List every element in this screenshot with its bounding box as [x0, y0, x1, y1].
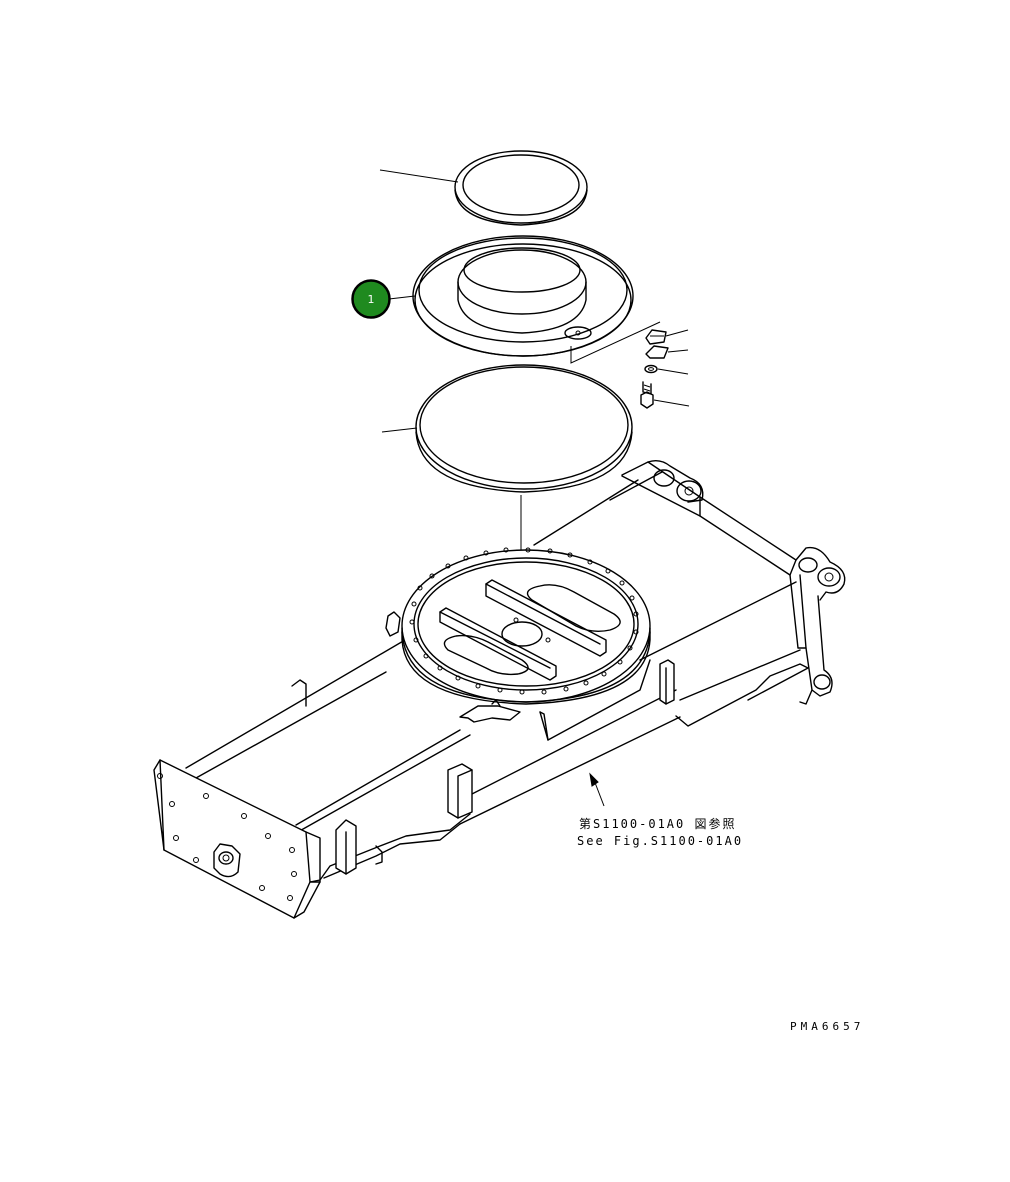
washer [644, 364, 658, 374]
lock-tab-upper [645, 329, 667, 345]
drawing-code: PMA6657 [790, 1020, 865, 1033]
bolt [640, 381, 654, 409]
reference-note-japanese: 第S1100-01A0 図参照 [579, 817, 737, 831]
leader-line-part-1 [388, 295, 416, 300]
leader-line-seal-ring-top [379, 169, 459, 183]
leader-line-gasket-ring [381, 427, 418, 433]
reference-arrow [589, 772, 605, 807]
seal-ring-top [454, 150, 588, 226]
leader-line-lock-tab-upper [665, 329, 689, 337]
callout-part-1[interactable]: 1 [351, 279, 391, 319]
reference-note-english: See Fig.S1100-01A0 [577, 834, 744, 848]
leader-bracket-small-parts [570, 321, 661, 364]
leader-line-bolt [653, 399, 690, 407]
flange-bolt-holes [409, 547, 639, 695]
gasket-ring [415, 364, 633, 493]
leader-line-washer [657, 368, 689, 375]
lock-tab-lower [645, 345, 669, 359]
mounting-flange [401, 547, 651, 705]
main-frame [153, 459, 846, 919]
leader-line-lock-tab-lower [667, 349, 689, 353]
cover-plate [412, 235, 634, 357]
